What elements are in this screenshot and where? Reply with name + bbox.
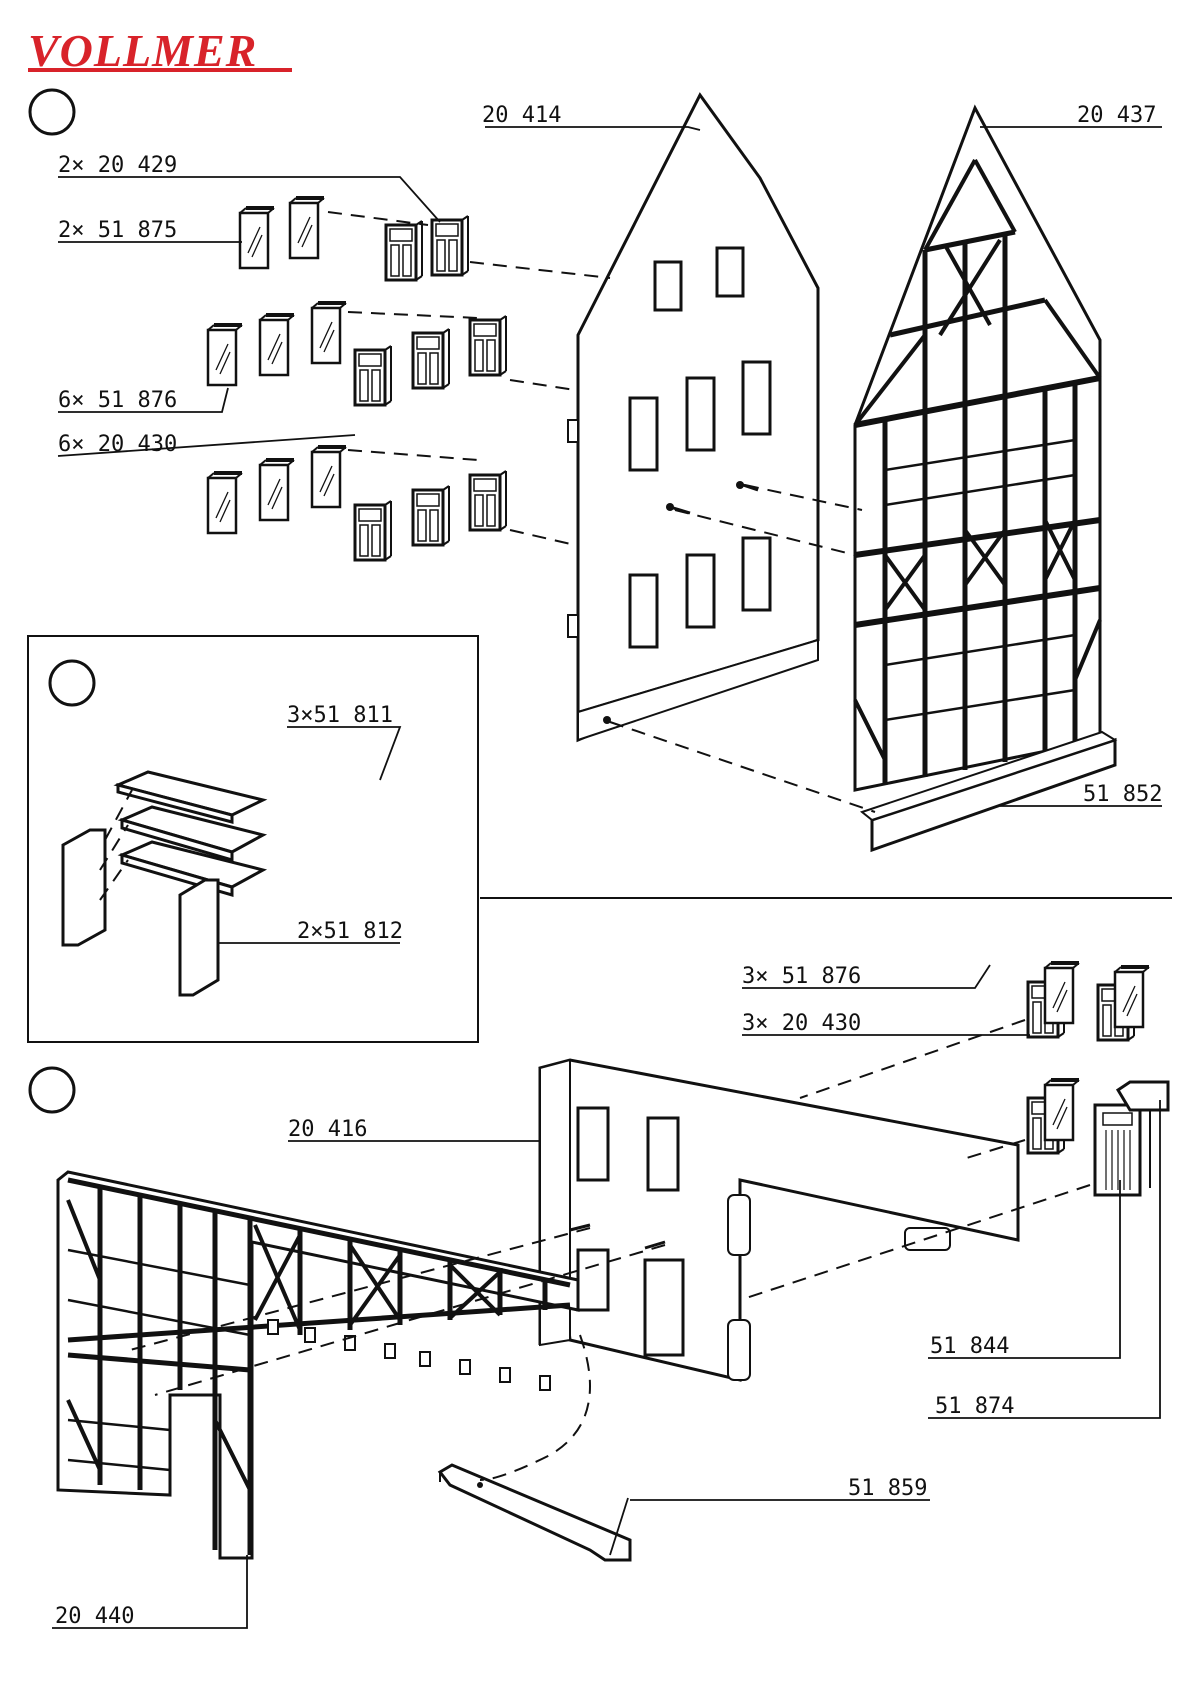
step-marker-2 [50, 661, 94, 705]
label-20437: 20 437 [1077, 103, 1156, 128]
label-20440: 20 440 [55, 1604, 134, 1629]
label-20414: 20 414 [482, 103, 561, 128]
gable-wall-20414 [568, 95, 818, 740]
label-20430-step1: 6× 20 430 [58, 432, 177, 457]
vollmer-logo: VOLLMER [28, 25, 292, 76]
glazing-51875 [240, 198, 324, 268]
label-51852: 51 852 [1083, 782, 1162, 807]
label-51859: 51 859 [848, 1476, 927, 1501]
label-51844: 51 844 [930, 1334, 1009, 1359]
door-51844 [1095, 1098, 1150, 1195]
label-51875: 2× 51 875 [58, 218, 177, 243]
label-51812: 2×51 812 [297, 919, 403, 944]
label-20430-step3: 3× 20 430 [742, 1011, 861, 1036]
windows-20430-step1 [355, 316, 506, 560]
label-51874: 51 874 [935, 1394, 1014, 1419]
label-20429: 2× 20 429 [58, 153, 177, 178]
wall-20416 [540, 1060, 1018, 1380]
strip-51859 [440, 1465, 630, 1560]
label-20416: 20 416 [288, 1117, 367, 1142]
label-51811: 3×51 811 [287, 703, 393, 728]
label-51876-step1: 6× 51 876 [58, 388, 177, 413]
step-marker-3 [30, 1068, 74, 1112]
glazing-51876-step1 [208, 303, 346, 533]
label-51876-step3: 3× 51 876 [742, 964, 861, 989]
timber-frame-20437 [855, 108, 1100, 790]
floor-plates-51811 [118, 772, 263, 895]
step-marker-1 [30, 90, 74, 134]
